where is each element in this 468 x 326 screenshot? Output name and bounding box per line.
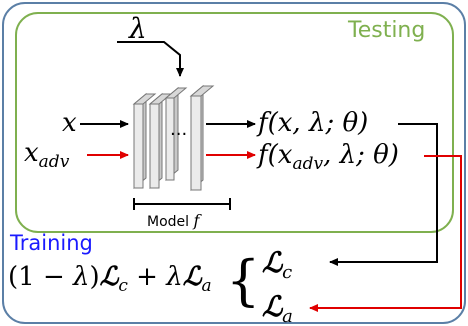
- model-layers: [132, 84, 215, 192]
- lambda-arrow: [117, 41, 184, 77]
- loss-brace: {: [226, 249, 260, 312]
- lambda-label: λ: [128, 12, 147, 45]
- layer-4: [189, 84, 215, 192]
- loss-adv: ℒa: [262, 290, 293, 326]
- output-adv: f(xadv, λ; θ): [256, 140, 399, 174]
- layer-1: [132, 92, 157, 190]
- testing-label: Testing: [347, 18, 425, 43]
- input-x-adv-sub: adv: [39, 152, 70, 172]
- layer-2: [148, 92, 173, 190]
- outer-frame: [2, 2, 466, 324]
- adv-return-arrow: [309, 155, 462, 312]
- loss-clean: ℒc: [262, 246, 292, 283]
- clean-return-arrow: [329, 123, 438, 266]
- model-bracket: [133, 198, 231, 210]
- ellipsis: ...: [170, 119, 187, 140]
- model-symbol: f: [193, 211, 203, 230]
- output-clean: f(x, λ; θ): [256, 108, 368, 138]
- training-label: Training: [9, 231, 93, 255]
- layer-3: [164, 86, 188, 182]
- model-label: Model f: [147, 211, 203, 230]
- input-x: x: [62, 108, 77, 138]
- input-x-adv: xadv: [24, 138, 70, 172]
- loss-formula: (1 − λ)ℒc + λℒa: [8, 262, 212, 296]
- testing-frame: [15, 12, 454, 233]
- output-adv-sub: adv: [292, 154, 323, 174]
